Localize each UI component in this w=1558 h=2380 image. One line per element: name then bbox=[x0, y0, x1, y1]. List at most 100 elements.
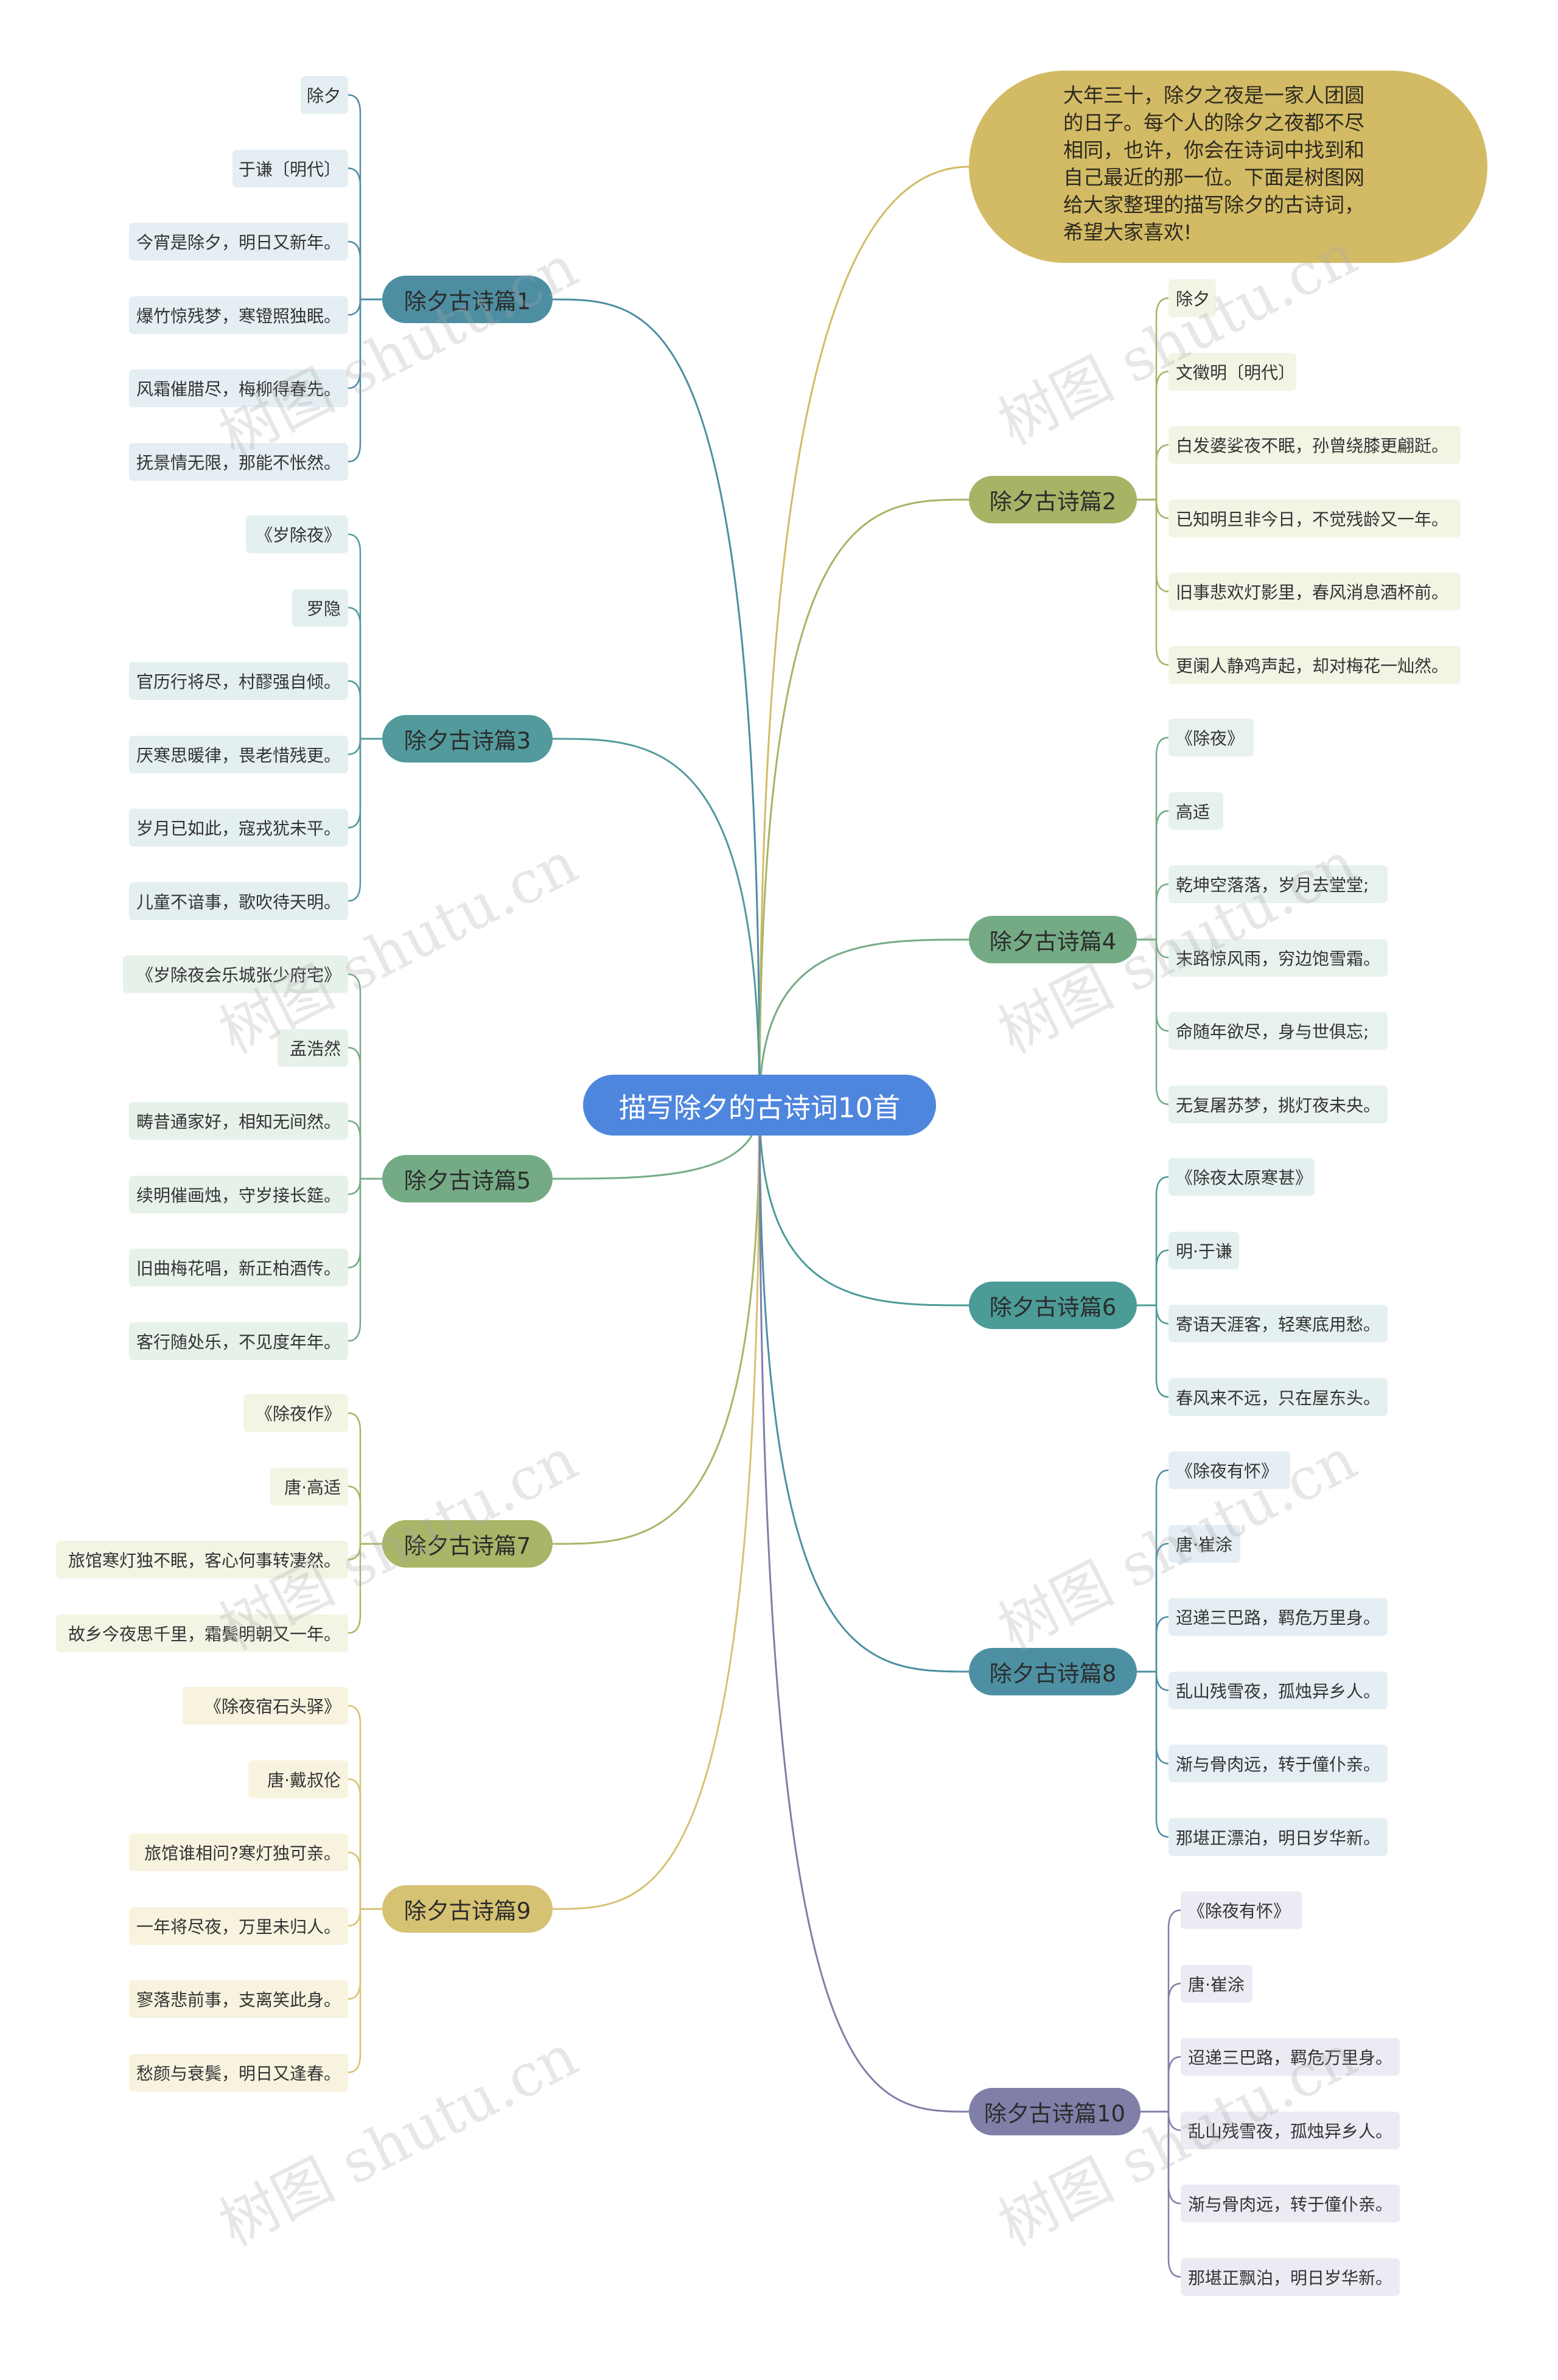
branch-node[interactable]: 除夕古诗篇4 bbox=[969, 916, 1137, 963]
connector-line bbox=[552, 1105, 761, 1545]
poem-line[interactable]: 乱山残雪夜，孤烛异乡人。 bbox=[1181, 2111, 1400, 2149]
poem-line[interactable]: 末路惊风雨，穷边饱雪霜。 bbox=[1168, 938, 1388, 977]
connector-line bbox=[758, 498, 969, 1106]
poem-title[interactable]: 《除夜有怀》 bbox=[1181, 1891, 1302, 1929]
poem-line[interactable]: 旧曲梅花唱，新正柏酒传。 bbox=[129, 1249, 348, 1286]
poem-line[interactable]: 旅馆寒灯独不眠，客心何事转凄然。 bbox=[56, 1541, 348, 1579]
connector-line bbox=[348, 738, 382, 829]
poem-line[interactable]: 厌寒思暖律，畏老惜残更。 bbox=[129, 735, 348, 773]
poem-author[interactable]: 唐·高适 bbox=[270, 1467, 348, 1506]
intro-note[interactable]: 大年三十，除夕之夜是一家人团圆 的日子。每个人的除夕之夜都不尽 相同，也许，你会… bbox=[969, 71, 1487, 263]
connector-line bbox=[758, 1105, 969, 1307]
connector-line bbox=[348, 680, 382, 740]
poem-line[interactable]: 渐与骨肉远，转于僮仆亲。 bbox=[1181, 2185, 1400, 2222]
poem-title[interactable]: 《除夜》 bbox=[1168, 719, 1254, 756]
connector-line bbox=[348, 1908, 382, 2000]
poem-title[interactable]: 《除夜太原寒甚》 bbox=[1168, 1158, 1315, 1196]
poem-author[interactable]: 孟浩然 bbox=[278, 1028, 348, 1067]
poem-line[interactable]: 今宵是除夕，明日又新年。 bbox=[129, 223, 348, 260]
poem-line[interactable]: 寥落悲前事，支离笑此身。 bbox=[129, 1980, 348, 2018]
poem-line[interactable]: 寄语天涯客，轻寒底用愁。 bbox=[1168, 1305, 1388, 1342]
poem-line[interactable]: 旧事悲欢灯影里，春风消息酒杯前。 bbox=[1168, 573, 1461, 610]
poem-line[interactable]: 无复屠苏梦，挑灯夜未央。 bbox=[1168, 1085, 1388, 1123]
poem-line[interactable]: 更阑人静鸡声起，却对梅花一灿然。 bbox=[1168, 646, 1461, 684]
branch-node[interactable]: 除夕古诗篇6 bbox=[969, 1282, 1137, 1329]
connector-line bbox=[1137, 498, 1169, 666]
branch-node[interactable]: 除夕古诗篇1 bbox=[382, 276, 553, 323]
poem-line[interactable]: 迢递三巴路，羁危万里身。 bbox=[1181, 2038, 1400, 2076]
poem-author[interactable]: 罗隐 bbox=[292, 588, 348, 627]
poem-line[interactable]: 那堪正飘泊，明日岁华新。 bbox=[1181, 2258, 1400, 2296]
poem-author[interactable]: 于谦〔明代〕 bbox=[232, 149, 348, 187]
connector-line bbox=[348, 1178, 382, 1269]
poem-line[interactable]: 续明催画烛，守岁接长筵。 bbox=[129, 1175, 348, 1213]
connector-line bbox=[348, 1047, 382, 1180]
connector-line bbox=[348, 1778, 382, 1910]
connector-line bbox=[348, 1412, 382, 1545]
poem-line[interactable]: 已知明旦非今日，不觉残龄又一年。 bbox=[1168, 499, 1461, 537]
poem-line[interactable]: 官历行将尽，村醪强自倾。 bbox=[129, 662, 348, 700]
branch-node[interactable]: 除夕古诗篇3 bbox=[382, 715, 553, 763]
connector-line bbox=[1137, 938, 1169, 958]
poem-line[interactable]: 客行随处乐，不见度年年。 bbox=[129, 1322, 348, 1360]
poem-line[interactable]: 岁月已如此，寇戎犹未平。 bbox=[129, 809, 348, 846]
connector-line bbox=[1137, 1543, 1169, 1673]
connector-line bbox=[1137, 1670, 1169, 1691]
poem-line[interactable]: 畴昔通家好，相知无间然。 bbox=[129, 1102, 348, 1140]
poem-line[interactable]: 乾坤空落落，岁月去堂堂; bbox=[1168, 865, 1388, 903]
poem-line[interactable]: 乱山残雪夜，孤烛异乡人。 bbox=[1168, 1671, 1388, 1709]
connector-line bbox=[348, 1485, 382, 1545]
poem-line[interactable]: 风霜催腊尽，梅柳得春先。 bbox=[129, 369, 348, 407]
poem-line[interactable]: 迢递三巴路，羁危万里身。 bbox=[1168, 1598, 1388, 1636]
poem-title[interactable]: 《除夜有怀》 bbox=[1168, 1451, 1290, 1489]
connector-line bbox=[348, 298, 382, 316]
connector-line bbox=[348, 738, 382, 755]
poem-line[interactable]: 渐与骨肉远，转于僮仆亲。 bbox=[1168, 1745, 1388, 1782]
connector-line bbox=[348, 607, 382, 740]
branch-node[interactable]: 除夕古诗篇9 bbox=[382, 1885, 553, 1933]
poem-author[interactable]: 唐·戴叔伦 bbox=[248, 1760, 348, 1798]
poem-line[interactable]: 爆竹惊残梦，寒镫照独眠。 bbox=[129, 296, 348, 334]
connector-line bbox=[1137, 883, 1169, 941]
branch-node[interactable]: 除夕古诗篇5 bbox=[382, 1155, 553, 1202]
poem-line[interactable]: 一年将尽夜，万里未归人。 bbox=[129, 1907, 348, 1945]
poem-line[interactable]: 春风来不远，只在屋东头。 bbox=[1168, 1378, 1388, 1416]
poem-line[interactable]: 愁颜与衰鬓，明日又逢春。 bbox=[129, 2053, 348, 2092]
poem-title[interactable]: 《岁除夜》 bbox=[246, 515, 348, 553]
poem-author[interactable]: 明·于谦 bbox=[1168, 1231, 1239, 1269]
poem-author[interactable]: 高适 bbox=[1168, 792, 1223, 830]
poem-author[interactable]: 唐·崔涂 bbox=[1168, 1524, 1240, 1563]
connector-line bbox=[1137, 1304, 1169, 1398]
poem-line[interactable]: 白发婆娑夜不眠，孙曾绕膝更翩跹。 bbox=[1168, 426, 1461, 464]
branch-node[interactable]: 除夕古诗篇8 bbox=[969, 1648, 1137, 1695]
poem-line[interactable]: 旅馆谁相问?寒灯独可亲。 bbox=[129, 1834, 348, 1871]
branch-node[interactable]: 除夕古诗篇10 bbox=[969, 2088, 1141, 2135]
connector-line bbox=[348, 1543, 382, 1634]
connector-line bbox=[1137, 1670, 1169, 1838]
connector-line bbox=[348, 298, 382, 389]
poem-title[interactable]: 除夕 bbox=[1168, 279, 1216, 317]
poem-line[interactable]: 儿童不谙事，歌吹待天明。 bbox=[129, 882, 348, 920]
poem-line[interactable]: 抚景情无限，那能不怅然。 bbox=[129, 442, 348, 481]
poem-title[interactable]: 《除夜作》 bbox=[243, 1394, 348, 1432]
central-topic[interactable]: 描写除夕的古诗词10首 bbox=[583, 1075, 936, 1136]
connector-line bbox=[348, 533, 382, 740]
poem-title[interactable]: 《岁除夜会乐城张少府宅》 bbox=[123, 955, 348, 993]
poem-title[interactable]: 《除夜宿石头驿》 bbox=[183, 1687, 348, 1725]
connector-line bbox=[348, 240, 382, 301]
poem-line[interactable]: 故乡今夜思千里，霜鬓明朝又一年。 bbox=[56, 1614, 348, 1652]
branch-node[interactable]: 除夕古诗篇2 bbox=[969, 476, 1137, 523]
poem-line[interactable]: 那堪正漂泊，明日岁华新。 bbox=[1168, 1818, 1388, 1856]
connector-line bbox=[1137, 736, 1169, 941]
poem-author[interactable]: 唐·崔涂 bbox=[1181, 1964, 1252, 2003]
poem-title[interactable]: 除夕 bbox=[301, 76, 348, 114]
connector-line bbox=[758, 938, 969, 1106]
poem-line[interactable]: 命随年欲尽，身与世俱忘; bbox=[1168, 1012, 1388, 1050]
branch-node[interactable]: 除夕古诗篇7 bbox=[382, 1520, 553, 1568]
connector-line bbox=[1141, 1909, 1181, 2113]
connector-line bbox=[348, 1178, 382, 1195]
connector-line bbox=[348, 1178, 382, 1342]
connector-line bbox=[348, 738, 382, 902]
connector-line bbox=[1141, 2056, 1181, 2113]
poem-author[interactable]: 文徵明〔明代〕 bbox=[1168, 352, 1296, 391]
